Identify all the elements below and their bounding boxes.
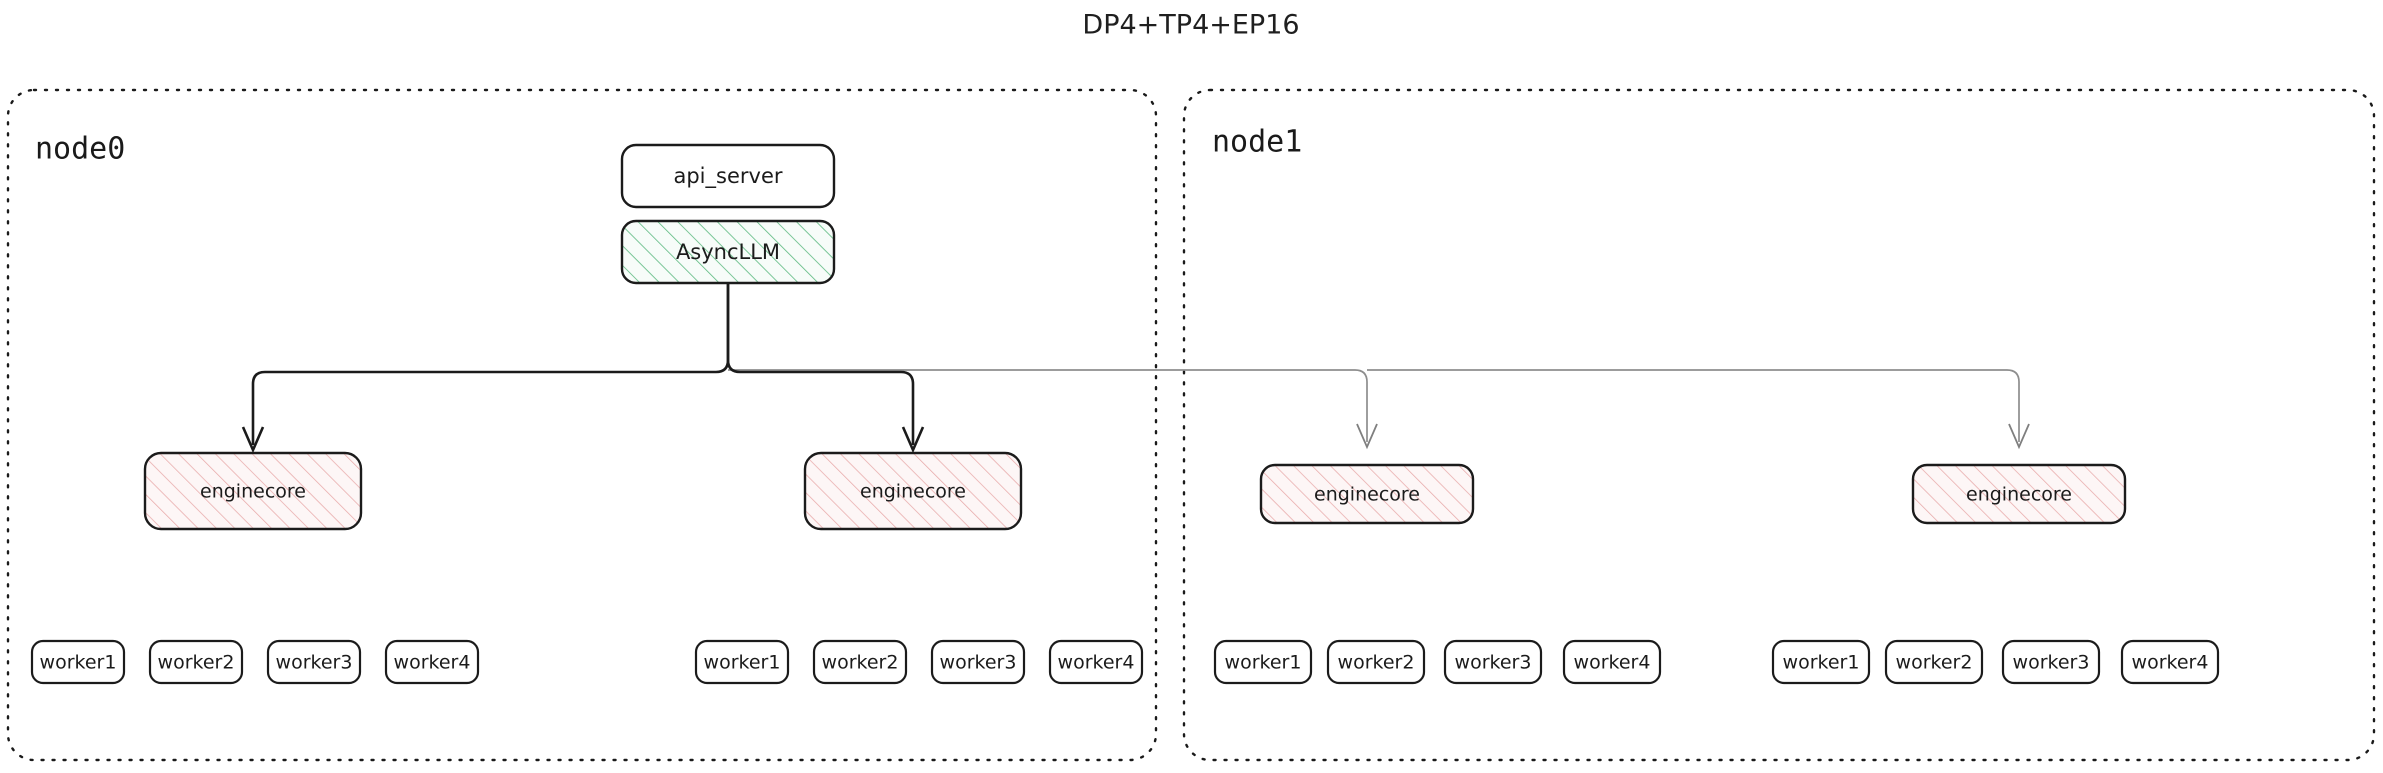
worker-box[interactable]: worker2 [1326, 639, 1426, 685]
arrowhead-enginecore-1 [901, 426, 925, 454]
box-enginecore-1[interactable]: enginecore [803, 451, 1023, 531]
worker-box-rect[interactable] [266, 639, 362, 685]
box-enginecore-0-label: enginecore [200, 481, 306, 503]
worker-box-rect[interactable] [1562, 639, 1662, 685]
worker-box-label: worker1 [704, 652, 781, 674]
box-enginecore-0[interactable]: enginecore [143, 451, 363, 531]
worker-box-label: worker3 [1455, 652, 1532, 674]
worker-box[interactable]: worker3 [930, 639, 1026, 685]
worker-box-label: worker1 [40, 652, 117, 674]
worker-box-rect[interactable] [694, 639, 790, 685]
worker-box-rect[interactable] [30, 639, 126, 685]
node0-boxes: api_server AsyncLLM enginecore enginecor… [143, 143, 1023, 531]
worker-box[interactable]: worker1 [1213, 639, 1313, 685]
worker-box-rect[interactable] [1213, 639, 1313, 685]
worker-box-rect[interactable] [1771, 639, 1871, 685]
edge-asyncllm-to-enginecore-2 [728, 369, 1368, 442]
worker-box-label: worker2 [1896, 652, 1973, 674]
box-enginecore-3-rect[interactable] [1911, 463, 2127, 525]
box-api-server-label: api_server [673, 164, 782, 189]
worker-box[interactable]: worker4 [2120, 639, 2220, 685]
box-enginecore-2[interactable]: enginecore [1259, 463, 1475, 525]
worker-box-rect[interactable] [384, 639, 480, 685]
worker-box-label: worker4 [2132, 652, 2209, 674]
box-api-server[interactable]: api_server [620, 143, 836, 209]
box-enginecore-2-label: enginecore [1314, 484, 1420, 506]
worker-box[interactable]: worker3 [2001, 639, 2101, 685]
worker-box[interactable]: worker2 [1884, 639, 1984, 685]
worker-group-0: worker1 worker2 worker3 worker4 [30, 639, 480, 685]
worker-box[interactable]: worker2 [148, 639, 244, 685]
worker-box[interactable]: worker3 [1443, 639, 1543, 685]
worker-box-rect[interactable] [2120, 639, 2220, 685]
box-enginecore-3-label: enginecore [1966, 484, 2072, 506]
worker-box-rect[interactable] [930, 639, 1026, 685]
worker-box-label: worker4 [394, 652, 471, 674]
worker-box-rect[interactable] [148, 639, 244, 685]
worker-box-rect[interactable] [812, 639, 908, 685]
worker-box-label: worker3 [940, 652, 1017, 674]
box-enginecore-3[interactable]: enginecore [1911, 463, 2127, 525]
arrowhead-enginecore-3 [2008, 423, 2030, 450]
worker-group-2: worker1 worker2 worker3 worker4 [1213, 639, 1662, 685]
arrowhead-enginecore-2 [1356, 423, 1378, 450]
node-container-node0 [6, 88, 1158, 762]
node-container-node1 [1182, 88, 2376, 762]
worker-box-rect[interactable] [1884, 639, 1984, 685]
worker-box-rect[interactable] [2001, 639, 2101, 685]
arrowhead-enginecore-0 [241, 426, 265, 454]
box-async-llm-label: AsyncLLM [676, 240, 780, 264]
worker-box[interactable]: worker1 [694, 639, 790, 685]
diagram-title: DP4+TP4+EP16 [1082, 10, 1299, 41]
worker-box-rect[interactable] [1326, 639, 1426, 685]
node1-boxes: enginecore enginecore [1259, 463, 2127, 525]
worker-box[interactable]: worker1 [1771, 639, 1871, 685]
worker-box-label: worker4 [1058, 652, 1135, 674]
box-async-llm[interactable]: AsyncLLM [620, 219, 836, 285]
worker-box[interactable]: worker4 [1562, 639, 1662, 685]
worker-box-rect[interactable] [1443, 639, 1543, 685]
worker-box[interactable]: worker3 [266, 639, 362, 685]
worker-box-label: worker2 [158, 652, 235, 674]
edges-layer [241, 283, 2030, 454]
worker-box-label: worker1 [1783, 652, 1860, 674]
worker-box-label: worker4 [1574, 652, 1651, 674]
box-enginecore-1-rect[interactable] [803, 451, 1023, 531]
node-label-node1: node1 [1212, 125, 1302, 160]
edge-asyncllm-to-enginecore-1 [726, 283, 915, 445]
worker-box-label: worker1 [1225, 652, 1302, 674]
box-enginecore-1-label: enginecore [860, 481, 966, 503]
worker-group-3: worker1 worker2 worker3 worker4 [1771, 639, 2220, 685]
worker-box-label: worker2 [822, 652, 899, 674]
worker-box-label: worker3 [2013, 652, 2090, 674]
node-group-node0: node0 [6, 88, 1158, 762]
worker-box[interactable]: worker2 [812, 639, 908, 685]
node-group-node1: node1 [1182, 88, 2376, 762]
edge-asyncllm-to-enginecore-3 [1367, 369, 2020, 442]
node-label-node0: node0 [35, 132, 125, 167]
worker-box[interactable]: worker4 [1048, 639, 1144, 685]
box-enginecore-2-rect[interactable] [1259, 463, 1475, 525]
box-api-server-rect[interactable] [620, 143, 836, 209]
box-enginecore-0-rect[interactable] [143, 451, 363, 531]
worker-box[interactable]: worker4 [384, 639, 480, 685]
worker-box-label: worker2 [1338, 652, 1415, 674]
worker-box-label: worker3 [276, 652, 353, 674]
box-async-llm-rect[interactable] [620, 219, 836, 285]
edge-asyncllm-to-enginecore-0 [251, 283, 730, 445]
worker-box-rect[interactable] [1048, 639, 1144, 685]
worker-box[interactable]: worker1 [30, 639, 126, 685]
worker-group-1: worker1 worker2 worker3 worker4 [694, 639, 1144, 685]
